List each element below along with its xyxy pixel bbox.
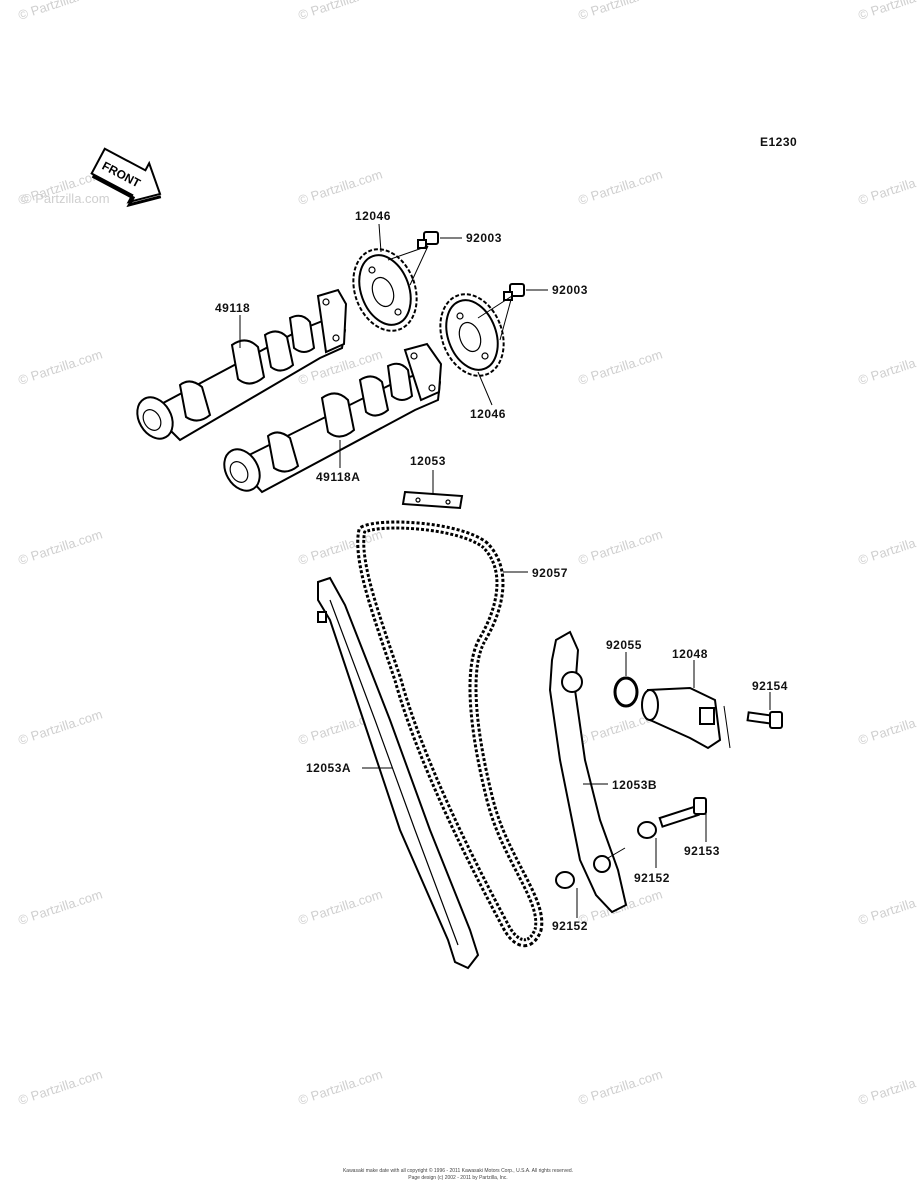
collar-92152-right[interactable] (637, 821, 657, 839)
watermark-tile: © Partzilla.com (856, 167, 917, 208)
label-92057[interactable]: 92057 (532, 566, 568, 580)
label-92152-left[interactable]: 92152 (552, 919, 588, 933)
watermark-tile: © Partzilla.com (856, 1067, 917, 1108)
label-12048[interactable]: 12048 (672, 647, 708, 661)
chain-guide-12053A[interactable] (317, 576, 480, 970)
watermark-tile: © Partzilla.com (16, 527, 104, 568)
label-12046-top[interactable]: 12046 (355, 209, 391, 223)
watermark-tile: © Partzilla.com (296, 0, 384, 23)
sprocket-12046-bottom[interactable] (429, 285, 514, 384)
watermark-tile: © Partzilla.com (576, 0, 664, 23)
camshaft-49118[interactable] (130, 288, 348, 445)
label-92055[interactable]: 92055 (606, 638, 642, 652)
label-92003-right[interactable]: 92003 (552, 283, 588, 297)
label-92152-right[interactable]: 92152 (634, 871, 670, 885)
bolt-92003-right[interactable] (503, 283, 525, 301)
watermark-tile: © Partzilla.com (16, 887, 104, 928)
label-12053B[interactable]: 12053B (612, 778, 657, 792)
label-92003-top[interactable]: 92003 (466, 231, 502, 245)
sprocket-12046-top[interactable] (342, 240, 427, 339)
chain-guide-12053B[interactable] (548, 630, 628, 914)
watermark-tile: © Partzilla.com (296, 887, 384, 928)
label-49118[interactable]: 49118 (215, 301, 250, 315)
footer-design: Page design (c) 2002 - 2011 by Partzilla… (408, 1175, 507, 1181)
watermark-tile: © Partzilla.com (576, 527, 664, 568)
camshaft-49118A[interactable] (217, 342, 443, 497)
watermark-tile: © Partzilla.com (856, 887, 917, 928)
chain-guide-12053[interactable] (401, 490, 464, 510)
watermark-tile: © Partzilla.com (16, 1067, 104, 1108)
collar-92152-left[interactable] (555, 871, 575, 889)
watermark-tile: © Partzilla.com (856, 0, 917, 23)
o-ring-92055[interactable] (613, 676, 639, 708)
watermark-tile: © Partzilla.com (16, 0, 104, 23)
watermark-tile: © Partzilla.com (296, 527, 384, 568)
watermark-tile: © Partzilla.com (16, 347, 104, 388)
part-labels: 12046 92003 92003 49118 12046 49118A 120… (215, 209, 788, 933)
watermark-text: © Partzilla.com (22, 191, 110, 206)
tensioner-12048[interactable] (641, 686, 722, 750)
label-92153[interactable]: 92153 (684, 844, 720, 858)
diagram-id: E1230 (760, 135, 797, 149)
watermark-tile: © Partzilla.com (856, 347, 917, 388)
watermark-tile: © Partzilla.com (296, 167, 384, 208)
label-92154[interactable]: 92154 (752, 679, 788, 693)
label-12053[interactable]: 12053 (410, 454, 446, 468)
bolt-92154[interactable] (746, 711, 783, 729)
watermark-tile: © Partzilla.com (576, 167, 664, 208)
watermark-tile: © Partzilla.com (856, 707, 917, 748)
watermark-tile: © Partzilla.com (296, 1067, 384, 1108)
cam-chain-92057[interactable] (356, 520, 544, 947)
leader-lines (239, 223, 771, 918)
footer-copyright: Kawasaki make date with all copyright © … (343, 1167, 573, 1174)
bolt-92153[interactable] (658, 797, 707, 828)
label-12046-bottom[interactable]: 12046 (470, 407, 506, 421)
watermark-tile: © Partzilla.com (576, 1067, 664, 1108)
watermark-tile: © Partzilla.com (16, 707, 104, 748)
bolt-92003-top[interactable] (417, 231, 439, 249)
label-49118A[interactable]: 49118A (316, 470, 360, 484)
label-12053A[interactable]: 12053A (306, 761, 351, 775)
watermark-tile: © Partzilla.com (576, 347, 664, 388)
watermark-tile: © Partzilla.com (856, 527, 917, 568)
